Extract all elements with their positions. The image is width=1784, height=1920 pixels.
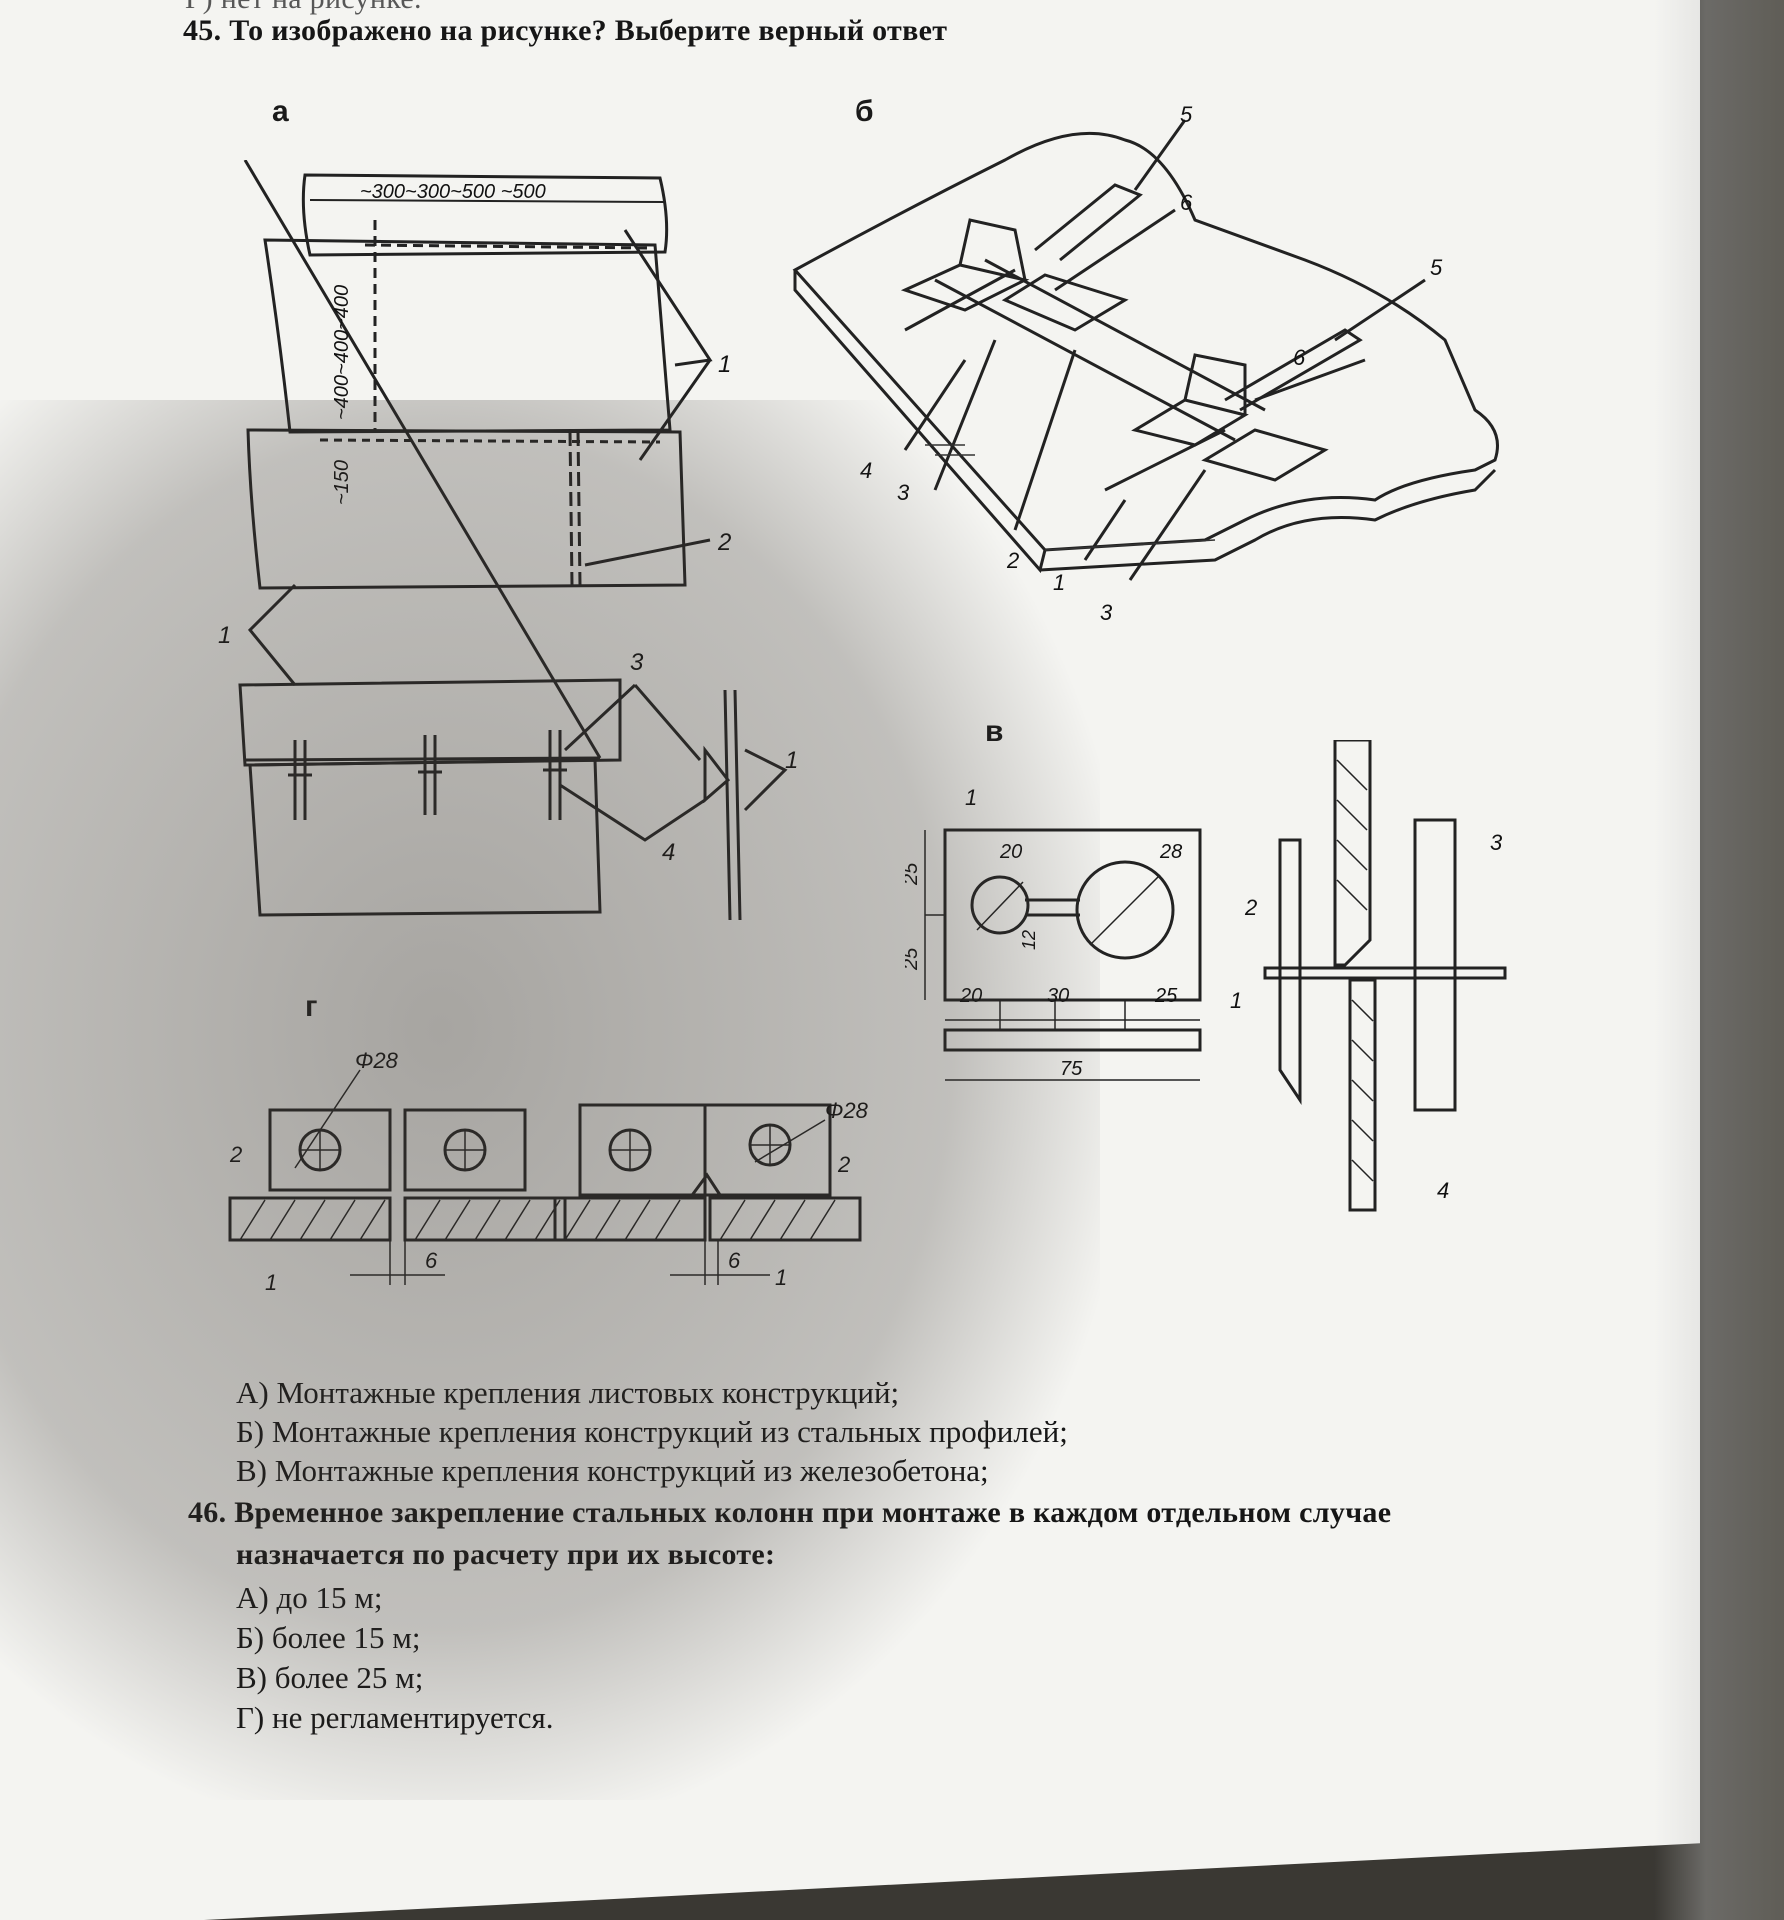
question-46-title-line2: назначается по расчету при их высоте: xyxy=(236,1538,776,1571)
fig-a-dims-side: ~400~400~400 xyxy=(331,285,353,420)
fig-g-diameter-left: Φ28 xyxy=(355,1050,399,1073)
fig-v-callout-1-section: 1 xyxy=(1230,988,1242,1013)
fig-g-callout-1-left: 1 xyxy=(265,1270,277,1295)
fig-a-callout-1-right: 1 xyxy=(785,747,798,774)
fig-a-callout-2: 2 xyxy=(717,529,731,556)
figure-g-butt-joint-detail: Φ28 Φ28 6 6 2 1 2 1 xyxy=(228,1050,869,1295)
figure-a-sheet-fastening: ~300~300~500 ~500 ~400~400~400 ~150 1 2 … xyxy=(218,160,798,920)
question-45-title: 45. То изображено на рисунке? Выберите в… xyxy=(183,14,948,47)
fig-b-callout-5-top: 5 xyxy=(1180,102,1193,127)
fig-b-callout-2: 2 xyxy=(1006,548,1019,573)
fig-a-callout-3: 3 xyxy=(630,649,644,676)
fig-a-dims-top: ~300~300~500 ~500 xyxy=(360,181,546,203)
fig-v-dim-75: 75 xyxy=(1060,1058,1083,1080)
fig-v-dim-30: 30 xyxy=(1047,985,1069,1007)
fig-b-callout-3-left: 3 xyxy=(897,480,910,505)
fig-b-callout-6-right: 6 xyxy=(1293,345,1306,370)
fig-g-diameter-right: Φ28 xyxy=(825,1098,869,1123)
figure-b-steel-profile-fastening: 5 6 5 6 4 3 2 1 3 xyxy=(792,102,1499,625)
plastic-sleeve-edge xyxy=(1654,0,1784,1920)
fig-a-callout-1-top: 1 xyxy=(718,351,731,378)
fig-v-callout-1-plate: 1 xyxy=(965,785,977,810)
q45-option-v: В) Монтажные крепления конструкций из же… xyxy=(236,1453,989,1488)
fig-a-callout-1-left: 1 xyxy=(218,622,231,649)
fig-v-dim-20: 20 xyxy=(959,985,982,1007)
fig-g-gap-right: 6 xyxy=(728,1248,741,1273)
fig-v-callout-2: 2 xyxy=(1244,895,1257,920)
fig-g-callout-1-right: 1 xyxy=(775,1265,787,1290)
q45-option-a: А) Монтажные крепления листовых конструк… xyxy=(236,1375,900,1410)
question-46-title-line1: 46. Временное закрепление стальных колон… xyxy=(188,1496,1392,1529)
fig-v-dim-12: 12 xyxy=(1019,930,1039,950)
figure-label-a: а xyxy=(272,95,289,128)
fig-b-callout-6-top: 6 xyxy=(1180,190,1193,215)
fig-v-dim-28-hole: 28 xyxy=(1159,841,1182,863)
figure-label-g: г xyxy=(305,990,318,1023)
figure-v-plate-detail: 25 25 20 28 12 20 30 25 75 1 2 3 1 4 xyxy=(905,740,1507,1212)
fig-b-callout-1: 1 xyxy=(1053,570,1065,595)
fig-a-callout-4: 4 xyxy=(662,839,675,866)
fig-v-dim-25-top: 25 xyxy=(905,862,922,886)
fig-g-callout-2-right: 2 xyxy=(837,1152,850,1177)
fig-v-dim-25-bottom: 25 xyxy=(905,947,922,971)
figure-label-b: б xyxy=(855,95,874,128)
figure-label-v: в xyxy=(985,715,1004,748)
fig-v-dim-20-hole: 20 xyxy=(999,841,1022,863)
fig-a-dim-150: ~150 xyxy=(331,460,353,505)
fig-b-callout-4: 4 xyxy=(860,458,872,483)
cut-off-line: Г) нет на рисунке. xyxy=(185,0,422,16)
q45-option-b: Б) Монтажные крепления конструкций из ст… xyxy=(236,1414,1068,1449)
q46-option-a: А) до 15 м; xyxy=(236,1580,383,1615)
fig-v-dim-25: 25 xyxy=(1154,985,1178,1007)
fig-v-callout-4: 4 xyxy=(1437,1178,1449,1203)
fig-g-callout-2-left: 2 xyxy=(229,1142,242,1167)
paper-sheet: Г) нет на рисунке. 45. То изображено на … xyxy=(0,0,1700,1920)
q46-option-g: Г) не регламентируется. xyxy=(236,1700,554,1735)
q46-option-b: Б) более 15 м; xyxy=(236,1620,421,1655)
fig-g-gap-left: 6 xyxy=(425,1248,438,1273)
fig-b-callout-5-right: 5 xyxy=(1430,255,1443,280)
fig-b-callout-3-bottom: 3 xyxy=(1100,600,1113,625)
fig-v-callout-3: 3 xyxy=(1490,830,1503,855)
q46-option-v: В) более 25 м; xyxy=(236,1660,424,1695)
